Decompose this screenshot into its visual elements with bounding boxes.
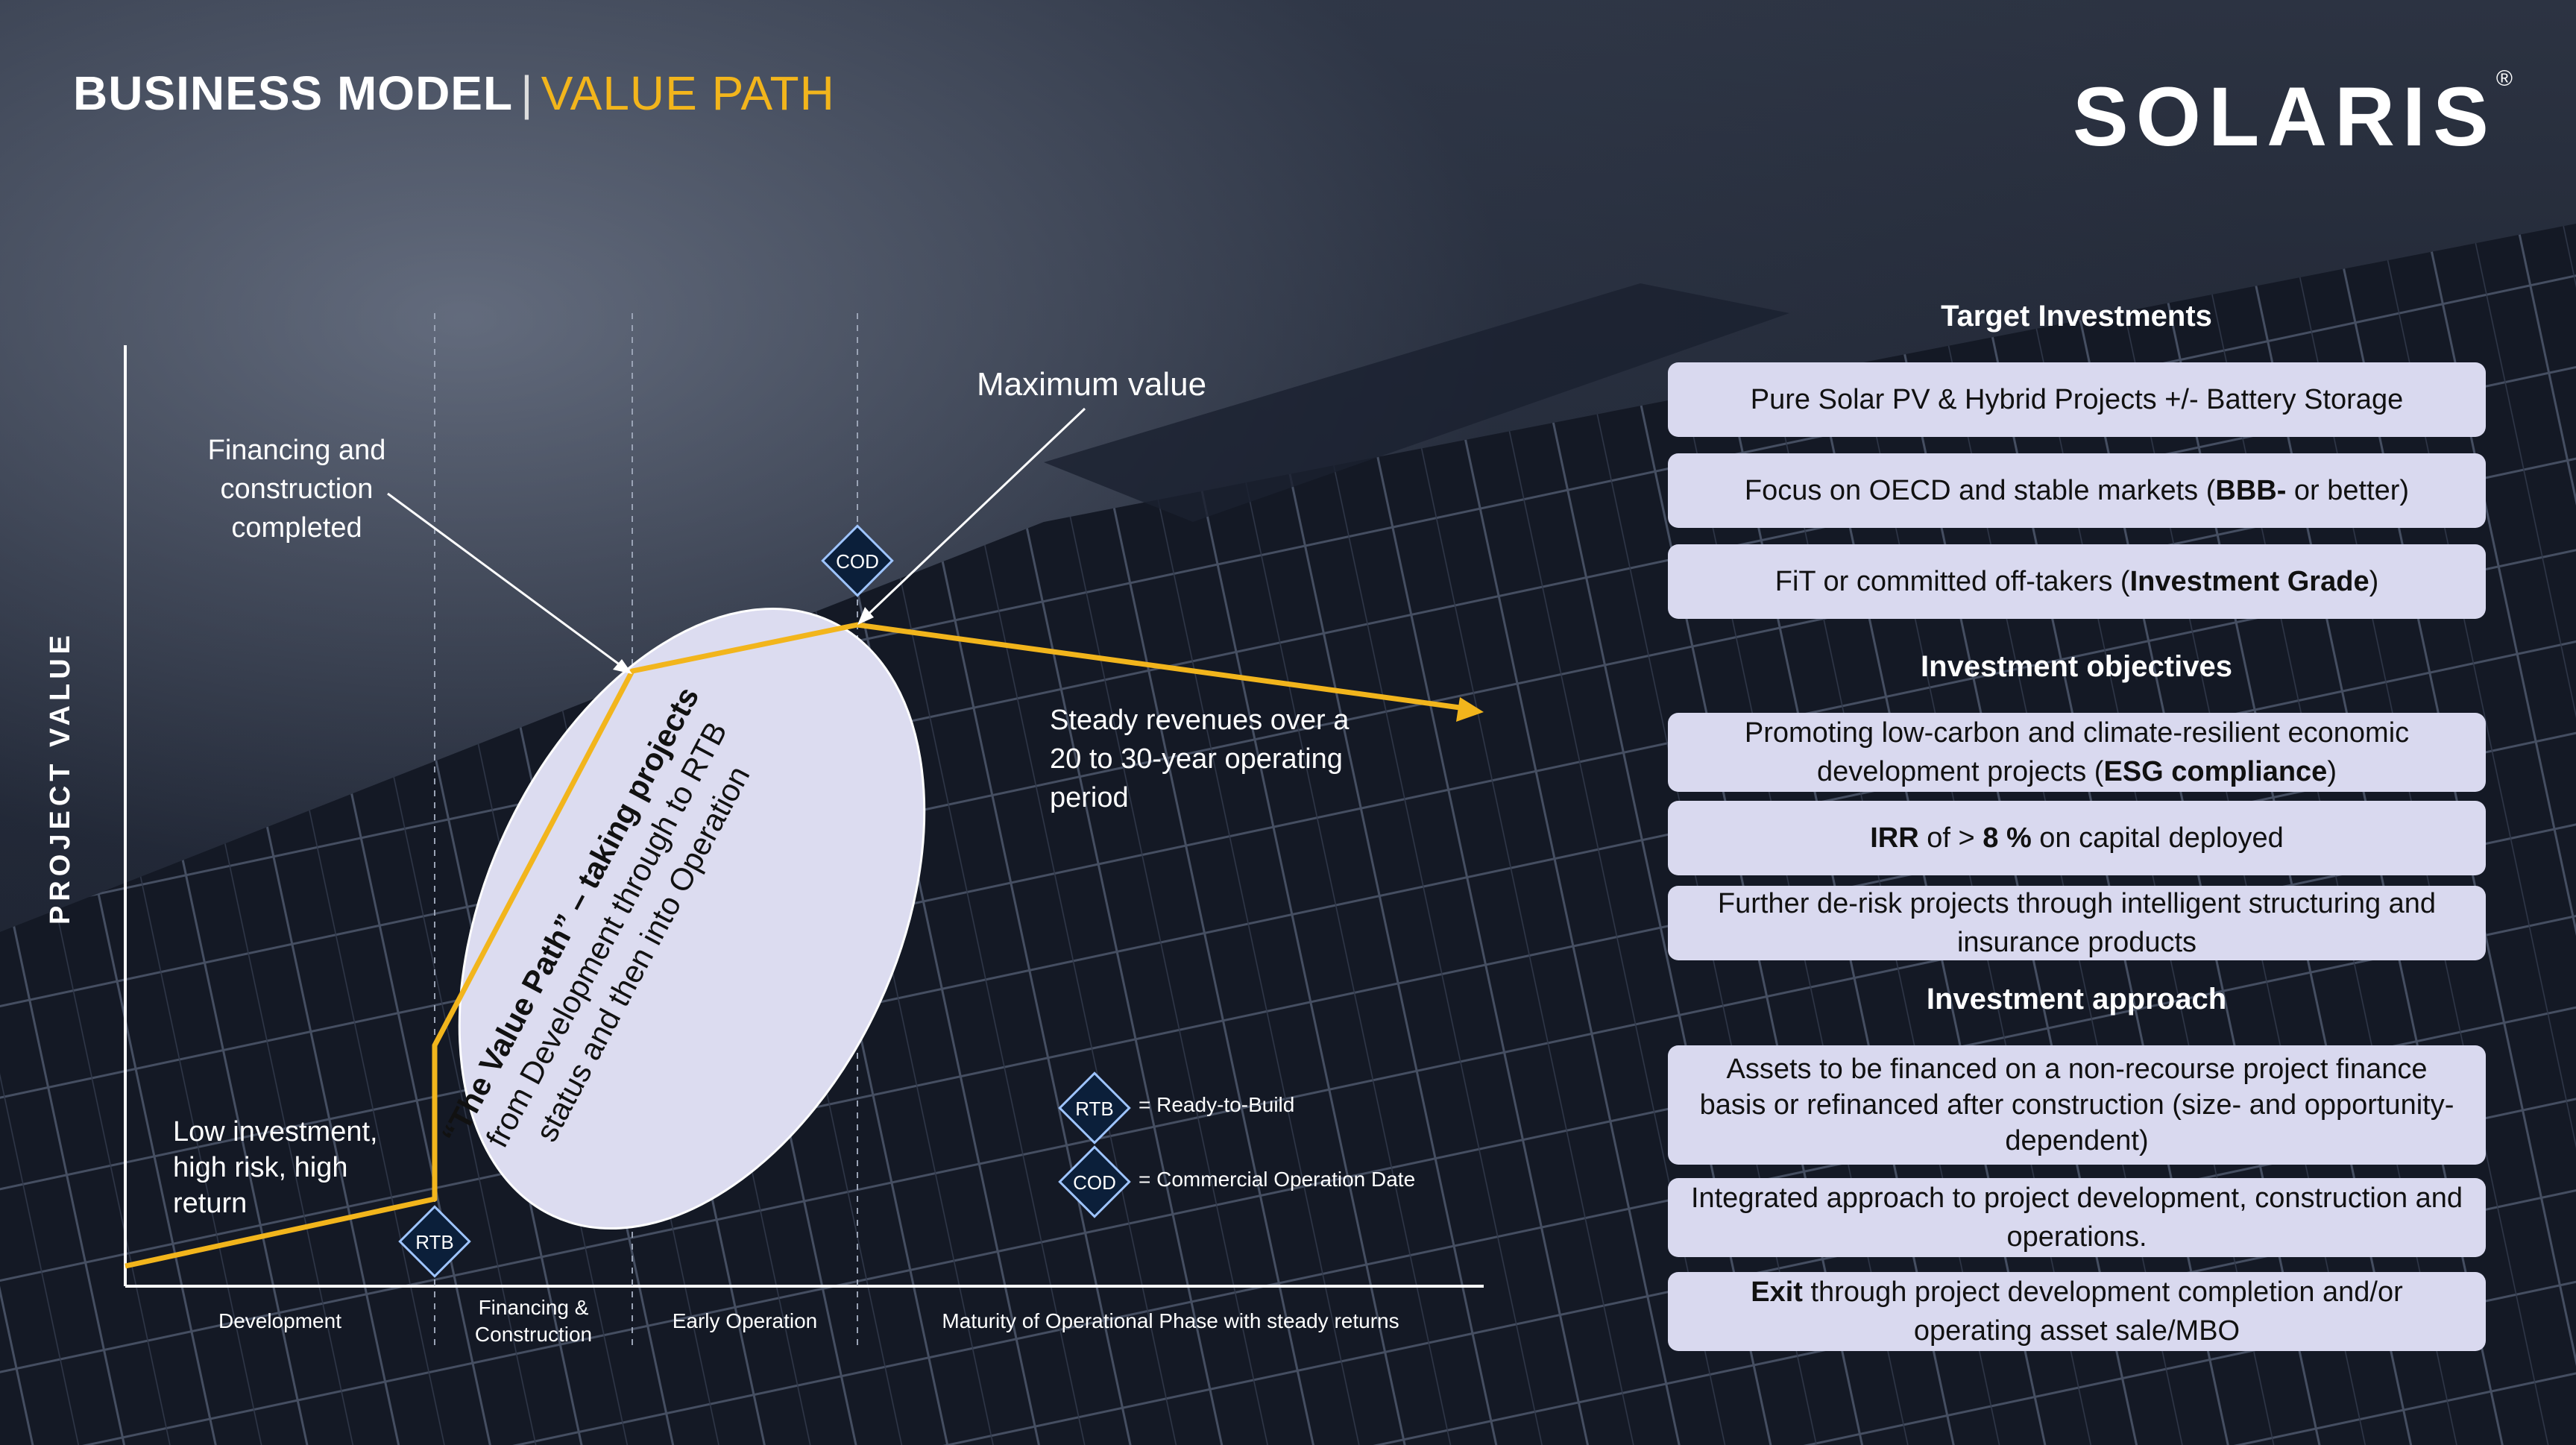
annotation-low-line: Low investment, — [173, 1116, 378, 1148]
annotation-financing: Financing and construction completed — [192, 431, 401, 547]
phase-financing-line: Construction — [474, 1323, 593, 1346]
phase-early-operation: Early Operation — [672, 1309, 818, 1332]
objective-item-text: IRR of > 8 % on capital deployed — [1870, 822, 2284, 854]
approach-item: Assets to be financed on a non-recourse … — [1668, 1045, 2486, 1165]
solaris-logo: SOLARIS® — [2073, 66, 2513, 165]
legend-rtb-marker: RTB — [1058, 1071, 1131, 1145]
approach-item: Exit through project development complet… — [1668, 1272, 2486, 1351]
cod-marker-label: COD — [836, 550, 879, 573]
page-title: BUSINESS MODEL|VALUE PATH — [73, 66, 835, 121]
title-main: BUSINESS MODEL — [73, 66, 514, 120]
annotation-maximum-value: Maximum value — [977, 366, 1207, 403]
target-item-text: FiT or committed off-takers (Investment … — [1774, 566, 2379, 597]
annotation-financing-line: construction — [220, 473, 374, 505]
approach-item-text: Integrated approach to project developme… — [1690, 1183, 2463, 1253]
phase-financing-line: Financing & — [478, 1296, 589, 1319]
annotation-financing-line: completed — [231, 512, 362, 544]
target-item-text: Pure Solar PV & Hybrid Projects +/- Batt… — [1750, 384, 2404, 415]
legend-rtb-text: = Ready-to-Build — [1139, 1093, 1295, 1116]
target-item: FiT or committed off-takers (Investment … — [1668, 544, 2486, 619]
value-path-ellipse — [458, 608, 926, 1230]
approach-item: Integrated approach to project developme… — [1668, 1178, 2486, 1257]
approach-item-text: Exit through project development complet… — [1751, 1276, 2403, 1347]
objective-item: IRR of > 8 % on capital deployed — [1668, 801, 2486, 875]
maximum-pointer-head — [857, 607, 874, 625]
title-separator: | — [520, 66, 534, 120]
title-accent: VALUE PATH — [541, 66, 835, 120]
annotation-low-line: high risk, high — [173, 1152, 348, 1183]
financing-pointer — [387, 492, 627, 671]
rtb-marker-label: RTB — [415, 1231, 454, 1253]
logo-text: SOLARIS — [2073, 70, 2496, 163]
annotation-financing-line: Financing and — [207, 435, 386, 466]
annotation-low-line: return — [173, 1188, 248, 1219]
annotation-steady-line: period — [1050, 782, 1129, 813]
annotation-low-investment: Low investment, high risk, high return — [173, 1114, 378, 1221]
legend-cod-marker-label: COD — [1073, 1171, 1116, 1194]
target-item-text: Focus on OECD and stable markets (BBB- o… — [1744, 475, 2410, 506]
phase-financing: Financing & Construction — [435, 1294, 632, 1348]
objective-item-text: Promoting low-carbon and climate-resilie… — [1744, 717, 2410, 787]
value-path-arrowhead — [1456, 697, 1484, 722]
heading-investment-approach: Investment approach — [1926, 983, 2227, 1016]
target-item: Focus on OECD and stable markets (BBB- o… — [1668, 453, 2486, 528]
registered-mark: ® — [2495, 66, 2513, 91]
heading-investment-objectives: Investment objectives — [1921, 650, 2232, 683]
y-axis-label: PROJECT VALUE — [45, 630, 76, 925]
legend-cod-text: = Commercial Operation Date — [1139, 1168, 1416, 1191]
maximum-pointer — [862, 407, 1086, 620]
annotation-steady-line: Steady revenues over a — [1050, 705, 1350, 736]
approach-item-text: Assets to be financed on a non-recourse … — [1699, 1054, 2454, 1156]
cod-marker: COD — [821, 524, 894, 597]
financing-pointer-head — [613, 659, 632, 674]
heading-target-investments: Target Investments — [1941, 300, 2212, 333]
value-path-line — [125, 622, 1466, 1269]
annotation-steady-line: 20 to 30-year operating — [1050, 743, 1343, 775]
phase-development: Development — [218, 1309, 341, 1332]
target-item: Pure Solar PV & Hybrid Projects +/- Batt… — [1668, 362, 2486, 437]
annotation-steady-revenues: Steady revenues over a 20 to 30-year ope… — [1050, 701, 1349, 817]
rtb-marker: RTB — [398, 1205, 471, 1278]
objective-item: Promoting low-carbon and climate-resilie… — [1668, 713, 2486, 792]
objective-item: Further de-risk projects through intelli… — [1668, 886, 2486, 960]
phase-maturity: Maturity of Operational Phase with stead… — [942, 1309, 1399, 1332]
legend-cod-marker: COD — [1058, 1145, 1131, 1218]
legend-rtb-marker-label: RTB — [1075, 1098, 1114, 1120]
objective-item-text: Further de-risk projects through intelli… — [1717, 888, 2437, 958]
